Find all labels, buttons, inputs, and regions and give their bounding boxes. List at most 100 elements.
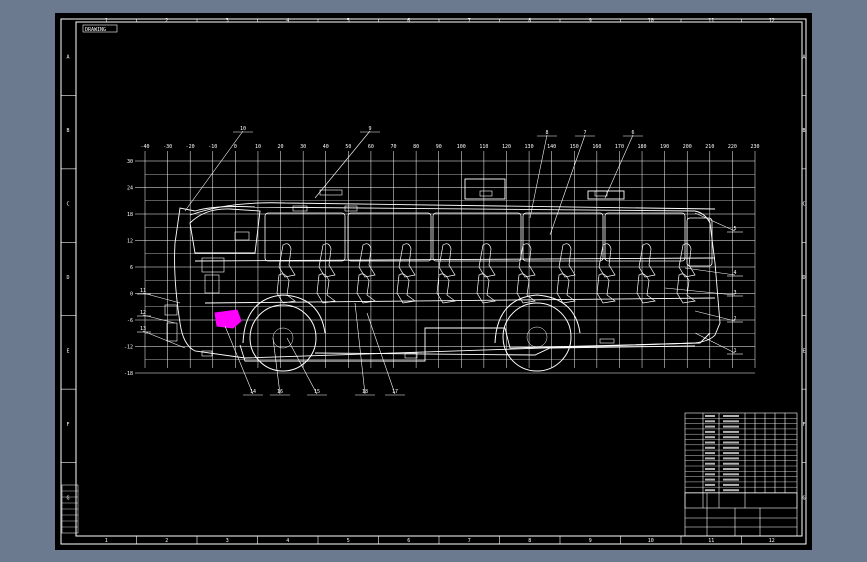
border-col-label-top: 10 xyxy=(648,18,654,24)
axis-top-tick: 210 xyxy=(705,144,714,150)
border-col-label-top: 3 xyxy=(226,18,229,24)
border-row-label-left: C xyxy=(66,202,69,208)
axis-top-tick: -10 xyxy=(208,144,217,150)
parts-list-cell-text xyxy=(705,489,715,492)
parts-list-cell-text xyxy=(723,446,739,449)
parts-list-cell-text xyxy=(723,483,739,486)
seat-back-upper xyxy=(638,243,656,278)
parts-list-cell-text xyxy=(705,468,715,470)
frame-rail xyxy=(239,327,711,362)
border-row-label-left: B xyxy=(66,128,69,134)
callout-number: 3 xyxy=(733,290,736,296)
callout-number: 1 xyxy=(733,348,736,354)
axis-top-tick: 140 xyxy=(547,144,556,150)
callout-leader xyxy=(354,302,366,395)
dim-tag-13 xyxy=(164,304,178,316)
callout-number: 11 xyxy=(140,288,146,294)
parts-list-cell-text xyxy=(723,489,739,492)
border-row-label-left: A xyxy=(66,55,69,61)
roof-unit xyxy=(464,178,506,200)
border-col-label-bottom: 10 xyxy=(648,538,654,544)
callout-number: 18 xyxy=(362,389,368,395)
border-col-label-bottom: 9 xyxy=(589,538,592,544)
dim-tag-7 xyxy=(599,338,615,344)
axis-top-tick: 70 xyxy=(391,144,397,150)
axis-top-tick: 60 xyxy=(368,144,374,150)
axis-top-tick: 40 xyxy=(323,144,329,150)
parts-list-cell-text xyxy=(705,446,715,449)
callout-leader xyxy=(272,337,281,395)
title-block xyxy=(684,412,798,537)
axis-top-tick: 100 xyxy=(457,144,466,150)
side-window xyxy=(686,217,713,267)
border-row-label-left: F xyxy=(66,422,69,428)
dimension-tags xyxy=(164,189,615,359)
seat-back-upper xyxy=(558,243,576,278)
dim-tag-3 xyxy=(344,205,358,212)
parts-list-cell-text xyxy=(705,462,715,465)
seat-back-lower xyxy=(396,273,416,304)
border-col-label-top: 1 xyxy=(105,18,108,24)
parts-list-cell-text xyxy=(723,425,739,428)
border-row-label-right: E xyxy=(802,348,805,354)
seat-back-upper xyxy=(438,243,456,278)
parts-list-cell-text xyxy=(723,468,739,470)
border-zone-marks xyxy=(61,19,806,544)
highlighted-component[interactable] xyxy=(214,309,242,329)
drawing-tag-box xyxy=(82,24,118,33)
parts-list-cell-text xyxy=(723,430,739,433)
seat-back-upper xyxy=(358,243,376,278)
parts-list-cell-text xyxy=(723,415,739,417)
axis-top-tick: 130 xyxy=(525,144,534,150)
rear-wheel-arch xyxy=(494,294,581,344)
axis-left-tick: -12 xyxy=(124,345,133,351)
dim-tag-2 xyxy=(292,205,308,212)
seat-back-lower xyxy=(476,273,496,304)
border-row-label-right: C xyxy=(802,202,805,208)
callout-number: 16 xyxy=(277,389,283,395)
callout-leader xyxy=(142,330,186,349)
dim-tag-6 xyxy=(404,352,418,359)
dim-tag-12 xyxy=(166,322,178,342)
callout-leader xyxy=(694,332,736,354)
callout-leader xyxy=(142,314,176,324)
parts-list-cell-text xyxy=(705,441,715,444)
under-body xyxy=(314,345,696,356)
axis-top-tick: 120 xyxy=(502,144,511,150)
layout-grid xyxy=(135,151,756,374)
belt-line xyxy=(194,257,716,262)
parts-list-cell-text xyxy=(705,473,715,476)
seat-back-upper xyxy=(598,243,616,278)
border-col-label-bottom: 5 xyxy=(347,538,350,544)
border-col-label-bottom: 6 xyxy=(407,538,410,544)
border-row-label-left: D xyxy=(66,275,69,281)
dim-tag-4 xyxy=(479,190,493,197)
seat-back-upper xyxy=(278,243,296,278)
axis-top-tick: -20 xyxy=(186,144,195,150)
parts-list-cell-text xyxy=(723,478,739,481)
axis-top-tick: 190 xyxy=(660,144,669,150)
parts-list-cell-text xyxy=(705,483,715,486)
parts-list-cell-text xyxy=(705,457,715,460)
border-row-label-right: B xyxy=(802,128,805,134)
seat-back-lower xyxy=(276,273,296,304)
parts-list-cell-text xyxy=(705,420,715,423)
border-row-label-left: G xyxy=(66,495,69,501)
parts-list-cell-text xyxy=(705,430,715,433)
seat-back-upper xyxy=(318,243,336,278)
callout-leader xyxy=(694,212,736,232)
parts-list-rows xyxy=(685,418,797,493)
callout-number: 15 xyxy=(314,389,320,395)
border-row-label-left: E xyxy=(66,348,69,354)
callout-number: 10 xyxy=(240,126,246,132)
parts-list-cell-text xyxy=(723,462,739,465)
axis-top-tick: 220 xyxy=(728,144,737,150)
border-col-label-top: 4 xyxy=(286,18,289,24)
parts-list-cell-text xyxy=(723,452,739,455)
callout-number: 6 xyxy=(631,130,634,136)
rear-wheel xyxy=(502,302,572,372)
